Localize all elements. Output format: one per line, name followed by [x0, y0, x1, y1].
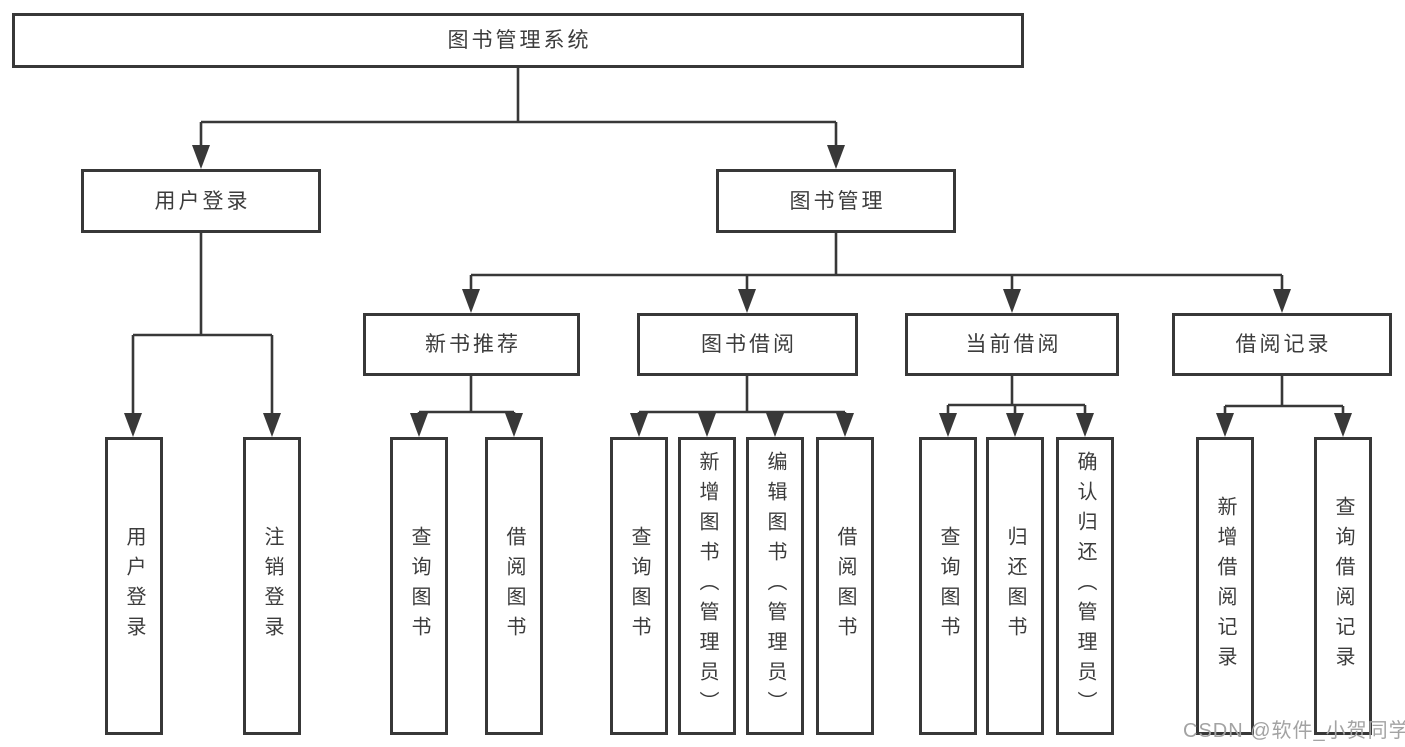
- node-leaf-borrow-books-1: 借阅图书: [485, 437, 543, 735]
- node-current-borrow: 当前借阅: [905, 313, 1119, 376]
- node-book-management: 图书管理: [716, 169, 956, 233]
- node-leaf-add-books: 新增图书（管理员）: [678, 437, 736, 735]
- node-leaf-user-login: 用户登录: [105, 437, 163, 735]
- node-leaf-query-books-1: 查询图书: [390, 437, 448, 735]
- node-leaf-confirm-return: 确认归还（管理员）: [1056, 437, 1114, 735]
- connector-newbook-to-leaves: [410, 376, 523, 437]
- connector-bookborrow-to-leaves: [630, 376, 854, 437]
- connector-bookmgmt-to-level3: [462, 233, 1291, 313]
- connector-currentborrow-to-leaves: [939, 376, 1094, 437]
- node-leaf-edit-books: 编辑图书（管理员）: [746, 437, 804, 735]
- node-leaf-borrow-books-2: 借阅图书: [816, 437, 874, 735]
- node-user-login: 用户登录: [81, 169, 321, 233]
- node-leaf-add-borrow-record: 新增借阅记录: [1196, 437, 1254, 735]
- node-leaf-query-borrow-record: 查询借阅记录: [1314, 437, 1372, 735]
- node-leaf-query-books-3: 查询图书: [919, 437, 977, 735]
- connector-root-to-level2: [192, 68, 845, 169]
- csdn-watermark: CSDN @软件_小贺同学: [1183, 720, 1405, 742]
- node-book-borrow: 图书借阅: [637, 313, 858, 376]
- connector-borrowrecords-to-leaves: [1216, 376, 1352, 437]
- node-leaf-return-books: 归还图书: [986, 437, 1044, 735]
- node-new-book-recommend: 新书推荐: [363, 313, 580, 376]
- node-root: 图书管理系统: [12, 13, 1024, 68]
- node-leaf-logout: 注销登录: [243, 437, 301, 735]
- node-borrow-records: 借阅记录: [1172, 313, 1392, 376]
- connector-userlogin-to-leaves: [124, 233, 281, 437]
- node-leaf-query-books-2: 查询图书: [610, 437, 668, 735]
